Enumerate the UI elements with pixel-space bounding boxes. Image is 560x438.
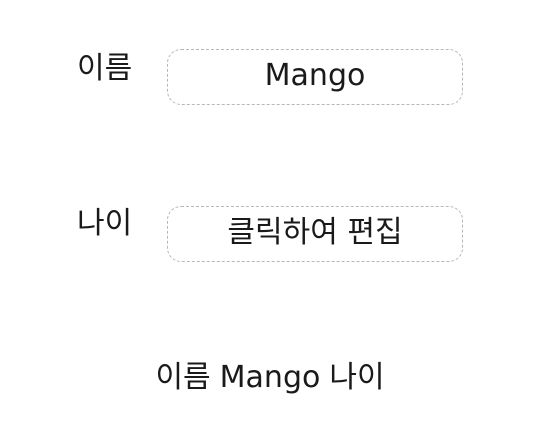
summary-name-label: 이름 — [155, 360, 211, 395]
age-label: 나이 — [77, 206, 133, 241]
age-field[interactable]: 클릭하여 편집 — [167, 206, 463, 262]
name-field[interactable]: Mango — [167, 49, 463, 105]
summary-name-value: Mango — [219, 360, 321, 395]
age-placeholder: 클릭하여 편집 — [227, 215, 403, 250]
name-value: Mango — [264, 58, 366, 93]
summary-age-label: 나이 — [329, 360, 385, 395]
name-label: 이름 — [77, 51, 133, 86]
